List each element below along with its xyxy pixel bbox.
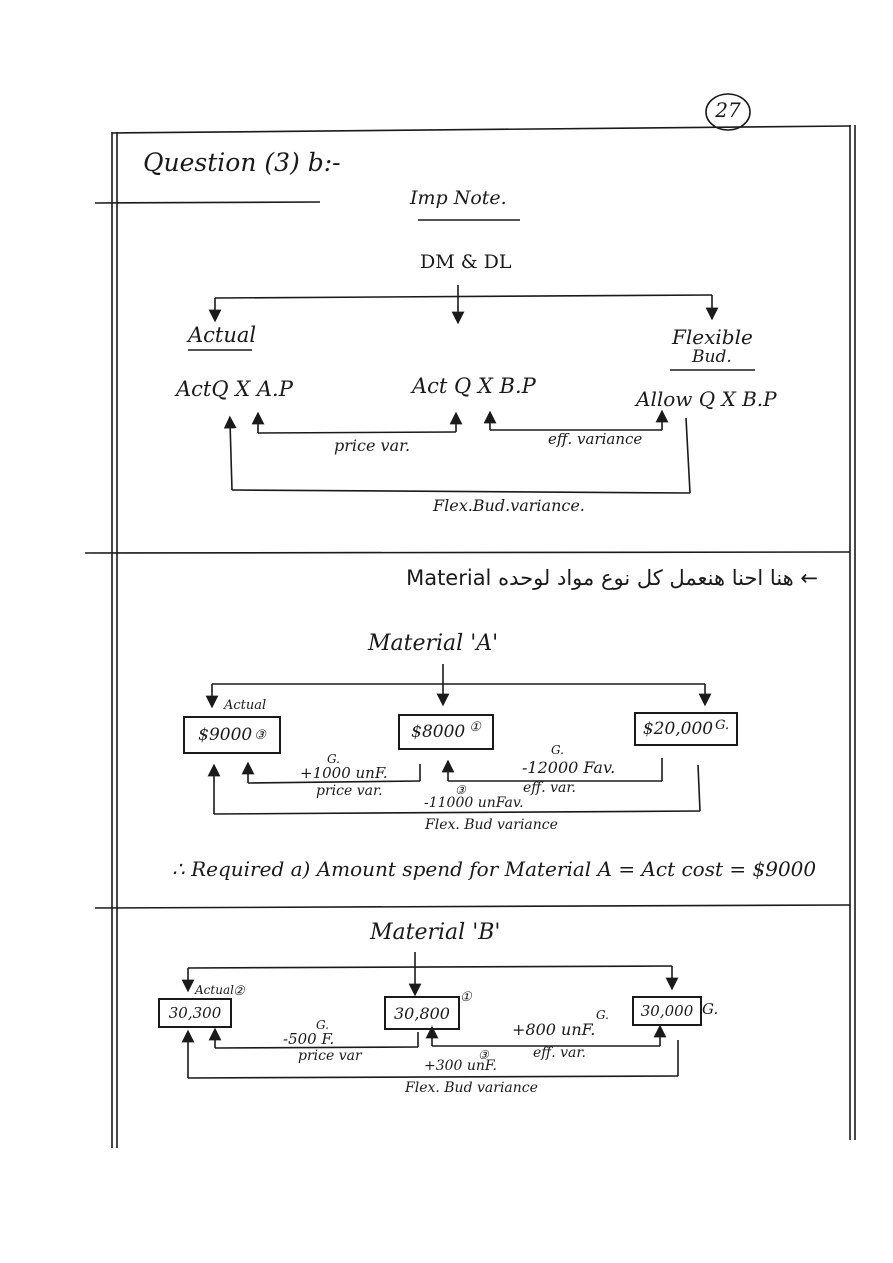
note-flexible-bud: Bud. [692,347,732,367]
material-a-flexible-mark: G. [715,717,730,733]
material-b-total-mark: ③ [478,1048,489,1062]
material-a-actual-box: $9000 ③ [183,716,281,754]
material-b-actual-value: 30,300 [168,1004,222,1022]
material-b-middle-mark: ① [460,990,472,1005]
material-a-actual-value: $9000 [198,725,253,745]
question-heading: Question (3) b:- [143,148,341,177]
note-actual: Actual [188,323,257,347]
material-b-middle-value: 30,800 [394,1003,450,1023]
material-b-total-value: +300 unF. [424,1058,497,1074]
note-title: Imp Note. [410,187,507,209]
note-eff-var: eff. variance [548,430,643,448]
material-b-flexible-box: 30,000 [632,996,702,1026]
note-flex-var: Flex.Bud.variance. [433,496,585,515]
note-col-actual: ActQ X A.P [176,377,293,401]
material-a-eff-g: G. [551,743,564,757]
material-b-flex-label: Flex. Bud variance [405,1080,538,1096]
material-b-eff-label: eff. var. [533,1045,586,1061]
material-b-eff-value: +800 unF. [512,1020,596,1039]
page-number: 27 [715,98,741,122]
note-flexible: Flexible [672,325,753,349]
note-price-var: price var. [334,436,411,455]
material-a-flexible-box: $20,000 G. [634,712,738,746]
material-b-title: Material 'B' [370,920,501,945]
material-a-price-label: price var. [316,783,383,799]
material-a-actual-mark: ③ [254,727,266,743]
material-b-actual-mark: ② [233,984,245,999]
note-col-middle: Act Q X B.P [412,374,536,398]
material-a-middle-mark: ① [469,719,481,735]
note-top: DM & DL [420,251,512,273]
material-b-flexible-mark: G. [702,1000,719,1018]
material-a-title: Material 'A' [368,631,499,656]
material-a-middle-box: $8000 ① [398,714,494,750]
arabic-note: ← هنا احنا هنعمل كل نوع مواد لوحده Mater… [406,566,818,590]
material-a-flexible-value: $20,000 [642,719,714,739]
material-b-price-value: -500 F. [283,1030,335,1048]
material-a-eff-value: -12000 Fav. [522,758,616,777]
material-b-price-g: G. [316,1018,329,1032]
material-a-actual-label: Actual [224,698,267,713]
material-b-actual-label: Actual [195,983,234,997]
required-answer: ∴ Required a) Amount spend for Material … [172,857,817,881]
material-a-price-g: G. [327,752,340,766]
material-a-flex-label: Flex. Bud variance [425,817,558,833]
material-b-flexible-value: 30,000 [640,1002,694,1020]
material-a-total-value: -11000 unFav. [424,795,524,811]
material-b-price-label: price var [298,1048,362,1064]
material-b-eff-g: G. [596,1008,609,1022]
material-a-total-mark: ③ [455,783,466,797]
note-col-flexible: Allow Q X B.P [636,387,777,411]
material-a-middle-value: $8000 [411,722,466,742]
material-b-middle-box: 30,800 [384,996,460,1030]
material-a-price-value: +1000 unF. [300,764,388,782]
material-b-actual-box: 30,300 [158,998,232,1028]
material-a-eff-label: eff. var. [523,780,576,796]
